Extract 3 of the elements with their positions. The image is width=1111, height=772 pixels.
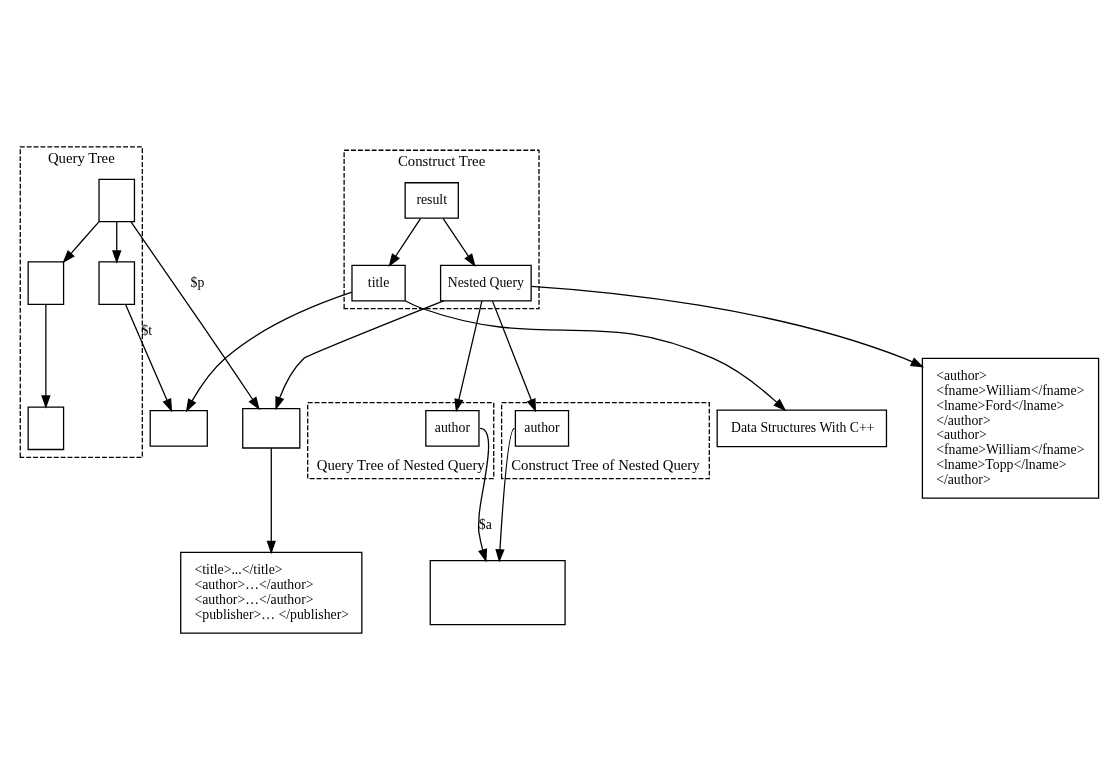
edge-label: $t [141,323,153,339]
edge-label: $p [190,274,205,290]
edge-label: $a [478,516,492,532]
